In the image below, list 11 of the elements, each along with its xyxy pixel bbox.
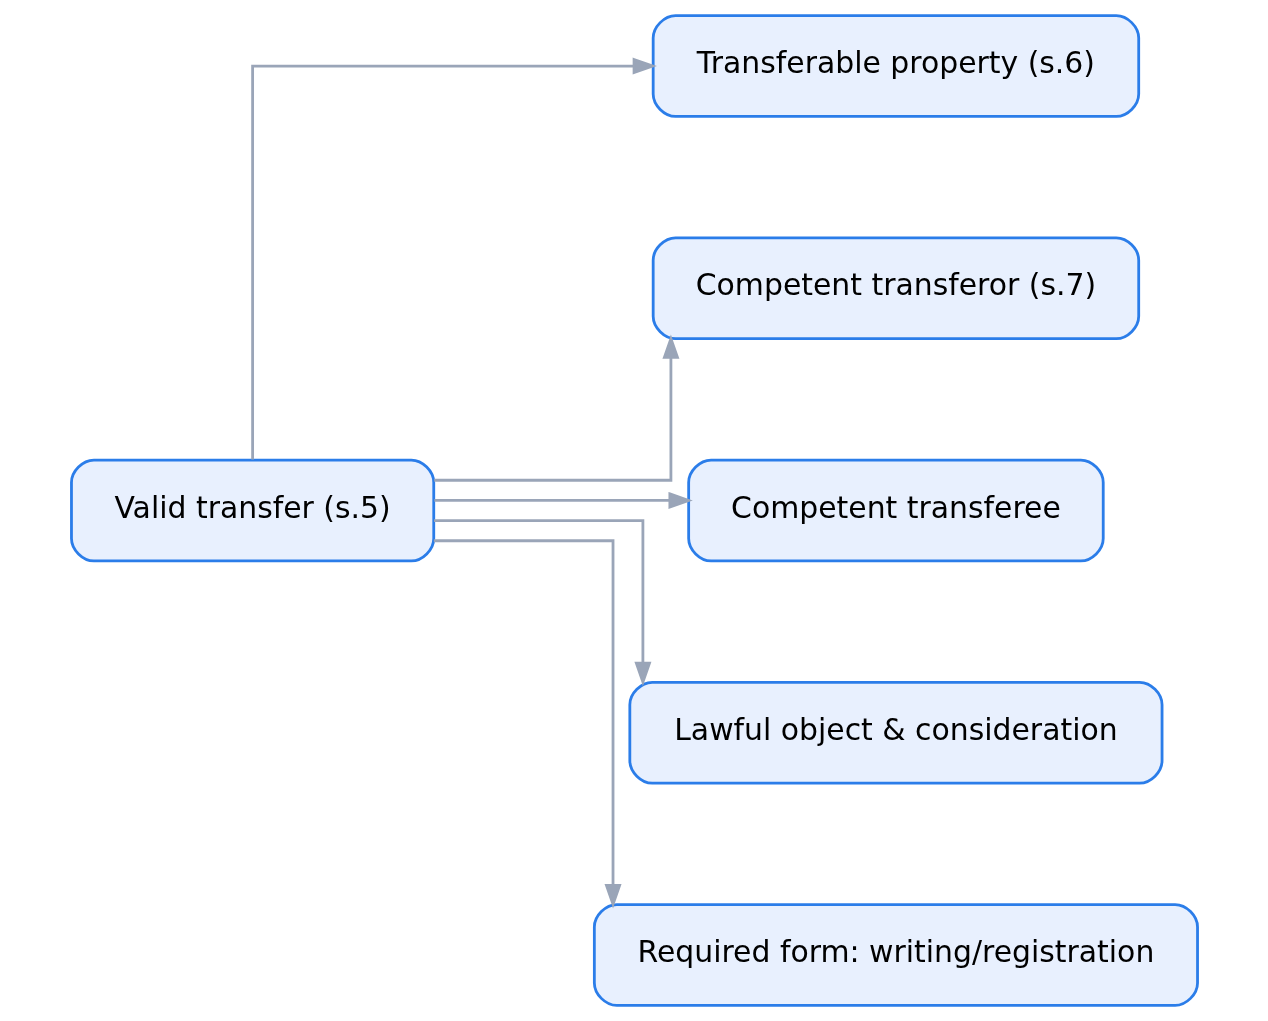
arrow [433,539,622,909]
node-box: Valid transfer (s.5) [69,458,435,563]
arrow [433,491,693,509]
node-box: Required form: writing/registration [592,903,1199,1007]
node-box: Transferable property (s.6) [651,14,1140,118]
node-box: Competent transferor (s.7) [651,236,1140,341]
node-box: Competent transferee [686,458,1105,563]
arrow [433,334,679,482]
node-box: Lawful object & consideration [627,680,1163,785]
arrow [433,519,651,687]
arrow [250,57,657,460]
